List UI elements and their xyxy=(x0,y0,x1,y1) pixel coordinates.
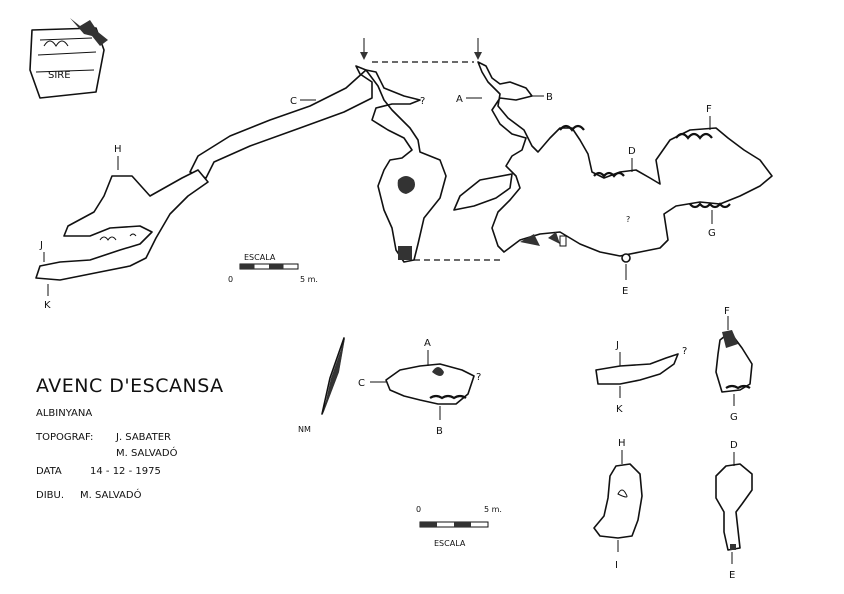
section-de-d: D xyxy=(730,440,738,451)
club-logo: SIRE xyxy=(29,18,108,99)
profile-central-shaft xyxy=(365,69,447,263)
label-c: C xyxy=(290,96,297,107)
label-f: F xyxy=(706,104,712,115)
label-question-2: ? xyxy=(626,215,630,224)
scale-sections-end: 5 m. xyxy=(484,505,502,514)
section-de-e: E xyxy=(729,570,735,581)
section-acb: A C B ? xyxy=(358,338,481,437)
label-d: D xyxy=(628,146,636,157)
profile-boulder-bottom xyxy=(398,246,412,260)
logo-lines xyxy=(35,37,97,73)
profile-chamber-h xyxy=(35,169,209,281)
label-h: H xyxy=(114,144,122,155)
scale-bar-sections: 0 5 m. ESCALA xyxy=(416,505,502,548)
location: ALBINYANA xyxy=(36,408,92,419)
label-e: E xyxy=(622,286,628,297)
title-block: AVENC D'ESCANSA ALBINYANA TOPOGRAF: J. S… xyxy=(35,375,224,501)
entrance-arrow-left-icon xyxy=(360,38,368,60)
scale-sections-start: 0 xyxy=(416,505,421,514)
profile-block xyxy=(559,235,567,247)
profile-side-wedge xyxy=(453,173,513,211)
scale-end: 5 m. xyxy=(300,275,318,284)
section-de: D E xyxy=(715,440,753,581)
scale-start: 0 xyxy=(228,275,233,284)
label-a: A xyxy=(456,94,463,105)
profile-section-markers: H J K C ? A B D F G E ? xyxy=(39,92,716,311)
section-acb-q: ? xyxy=(476,372,481,383)
topographer-1: J. SABATER xyxy=(115,432,171,443)
section-jk-j: J xyxy=(615,340,619,351)
section-fg-f: F xyxy=(724,306,730,317)
section-fg: F G xyxy=(715,306,753,423)
profile-left-passage xyxy=(189,65,373,179)
section-hi-h: H xyxy=(618,438,626,449)
topographer-2: M. SALVADÓ xyxy=(116,446,178,459)
scale-bar-profile: ESCALA 0 5 m. xyxy=(228,253,318,284)
date-label: DATA xyxy=(36,466,62,477)
topography-label: TOPOGRAF: xyxy=(35,432,93,443)
profile-rock-texture xyxy=(559,124,731,209)
label-b: B xyxy=(546,92,553,103)
north-arrow-icon: NM xyxy=(298,337,345,434)
label-k: K xyxy=(44,300,51,311)
profile-rocks-left xyxy=(99,233,137,241)
section-jk: J K ? xyxy=(595,340,687,415)
profile-right-shaft xyxy=(477,61,773,257)
scale-label: ESCALA xyxy=(244,253,276,262)
logo-bat-icon xyxy=(70,18,108,46)
survey-date: 14 - 12 - 1975 xyxy=(90,466,161,477)
drawer: M. SALVADÓ xyxy=(80,488,142,501)
logo-text: SIRE xyxy=(48,70,71,81)
label-g: G xyxy=(708,228,716,239)
section-hi: H I xyxy=(593,438,643,571)
label-question-1: ? xyxy=(420,96,425,107)
label-j: J xyxy=(39,240,43,251)
profile-boulder-center xyxy=(397,176,415,194)
logo-decor xyxy=(43,40,69,47)
logo-shield xyxy=(29,27,105,99)
section-acb-b: B xyxy=(436,426,443,437)
profile-pit-e xyxy=(621,253,631,263)
section-hi-i: I xyxy=(615,560,618,571)
profile-rocks-bottom xyxy=(520,232,560,246)
section-jk-q: ? xyxy=(682,346,687,357)
drawing-label: DIBU. xyxy=(36,490,64,501)
cave-title: AVENC D'ESCANSA xyxy=(36,375,224,397)
entrance-arrow-right-icon xyxy=(474,38,482,60)
section-acb-c: C xyxy=(358,378,365,389)
section-jk-k: K xyxy=(616,404,623,415)
scale-sections-label: ESCALA xyxy=(434,539,466,548)
north-label: NM xyxy=(298,425,311,434)
section-acb-a: A xyxy=(424,338,431,349)
section-fg-g: G xyxy=(730,412,738,423)
cave-profile xyxy=(35,38,773,281)
